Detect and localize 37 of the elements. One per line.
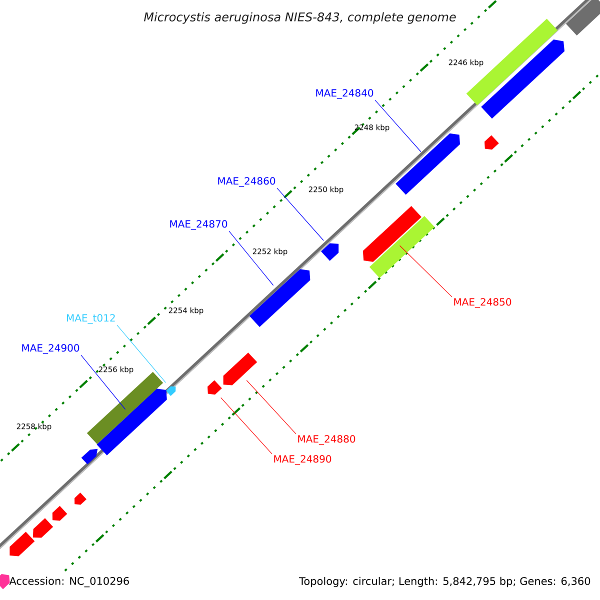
gene-label: MAE_24900 (22, 344, 80, 354)
gene-block (249, 269, 310, 327)
gene-block (566, 0, 600, 36)
gene-block (96, 388, 167, 456)
gene-block (166, 386, 176, 396)
leader-line (399, 245, 452, 298)
gene-block (10, 532, 35, 556)
genome-info-text: Topology: circular; Length: 5,842,795 bp; Genes: 6,360 (299, 576, 590, 588)
gene-label: MAE_24870 (170, 220, 228, 230)
accession-text: Accession: NC_010296 (9, 576, 129, 588)
gene-label: MAE_24840 (316, 89, 374, 99)
gene-block (52, 506, 68, 521)
gene-block (321, 243, 339, 261)
gene-label: MAE_24850 (454, 298, 512, 308)
leader-line (374, 100, 422, 152)
gene-block (81, 448, 98, 464)
leader-line (246, 380, 296, 434)
gene-block (484, 135, 499, 150)
leader-line (276, 188, 324, 241)
gene-label: MAE_t012 (67, 314, 115, 324)
gene-block (223, 352, 258, 386)
gene-label: MAE_24890 (274, 455, 332, 465)
leader-line (116, 324, 166, 383)
gene-label: MAE_24880 (298, 435, 356, 445)
gene-block (396, 133, 460, 195)
gene-block (0, 574, 10, 590)
gene-block (369, 216, 435, 278)
gene-block (32, 518, 54, 538)
gene-block (74, 492, 86, 505)
gene-label: MAE_24860 (218, 177, 276, 187)
leader-line (80, 354, 126, 410)
title: Microcystis aeruginosa NIES-843, complete genome (144, 12, 456, 24)
gene-block (208, 380, 222, 395)
gene-block (362, 206, 422, 262)
gene-block (466, 18, 558, 106)
leader-line (228, 230, 274, 286)
leader-line (220, 397, 272, 454)
